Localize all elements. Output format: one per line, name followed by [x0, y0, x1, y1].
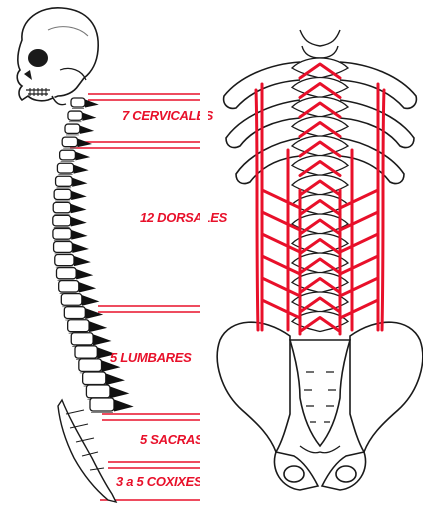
- posterior-vertebra: [292, 58, 348, 78]
- nerve-branch: [340, 212, 378, 230]
- posterior-vertebra: [292, 136, 348, 156]
- vertebra: [71, 333, 110, 347]
- vertebra: [68, 111, 95, 122]
- label-dorsales: 12 DORSALES: [140, 210, 228, 225]
- posterior-vertebra: [292, 78, 348, 98]
- nerve-outer: [382, 90, 384, 330]
- skull-and-spine-lateral: 7 CERVICALES 12 DORSALES 5 LUMBARES 5 SA…: [17, 0, 227, 506]
- vertebral-column: [53, 98, 132, 413]
- region-labels: 7 CERVICALES 12 DORSALES 5 LUMBARES 5 SA…: [110, 108, 228, 489]
- vertebra: [83, 372, 124, 386]
- vertebra: [53, 215, 85, 227]
- vertebra: [54, 241, 88, 253]
- vertebra: [64, 307, 101, 320]
- label-cervicales: 7 CERVICALES: [122, 108, 214, 123]
- posterior-spine-nerves: [217, 30, 423, 490]
- vertebra: [59, 281, 95, 294]
- label-sacras: 5 SACRAS: [140, 432, 204, 447]
- vertebra: [65, 124, 92, 135]
- sacrum-coccyx: [58, 400, 116, 502]
- vertebra: [86, 385, 127, 399]
- pelvis: [217, 322, 423, 490]
- vertebra: [90, 398, 132, 413]
- nerve-branch: [340, 190, 378, 208]
- vertebra: [75, 346, 114, 360]
- vertebra: [55, 255, 89, 268]
- skull: [17, 8, 98, 105]
- vertebra: [56, 268, 91, 281]
- crop-mask: [200, 0, 208, 506]
- nerve-outer: [256, 90, 258, 330]
- cervical-top: [300, 30, 340, 58]
- vertebra: [61, 294, 97, 307]
- posterior-vertebra: [292, 117, 348, 137]
- posterior-vertebra: [292, 97, 348, 117]
- vertebra: [53, 202, 85, 214]
- vertebra: [53, 228, 86, 240]
- vertebra: [62, 137, 90, 148]
- label-coxixes: 3 a 5 COXIXES: [116, 474, 203, 489]
- vertebra: [60, 150, 89, 161]
- vertebra: [54, 189, 85, 201]
- vertebra: [57, 163, 86, 174]
- vertebra: [68, 320, 106, 333]
- nerve-branch: [262, 190, 300, 208]
- nerve-branch: [262, 212, 300, 230]
- label-lumbares: 5 LUMBARES: [110, 350, 192, 365]
- posterior-vertebra: [292, 156, 348, 176]
- vertebra: [56, 176, 86, 188]
